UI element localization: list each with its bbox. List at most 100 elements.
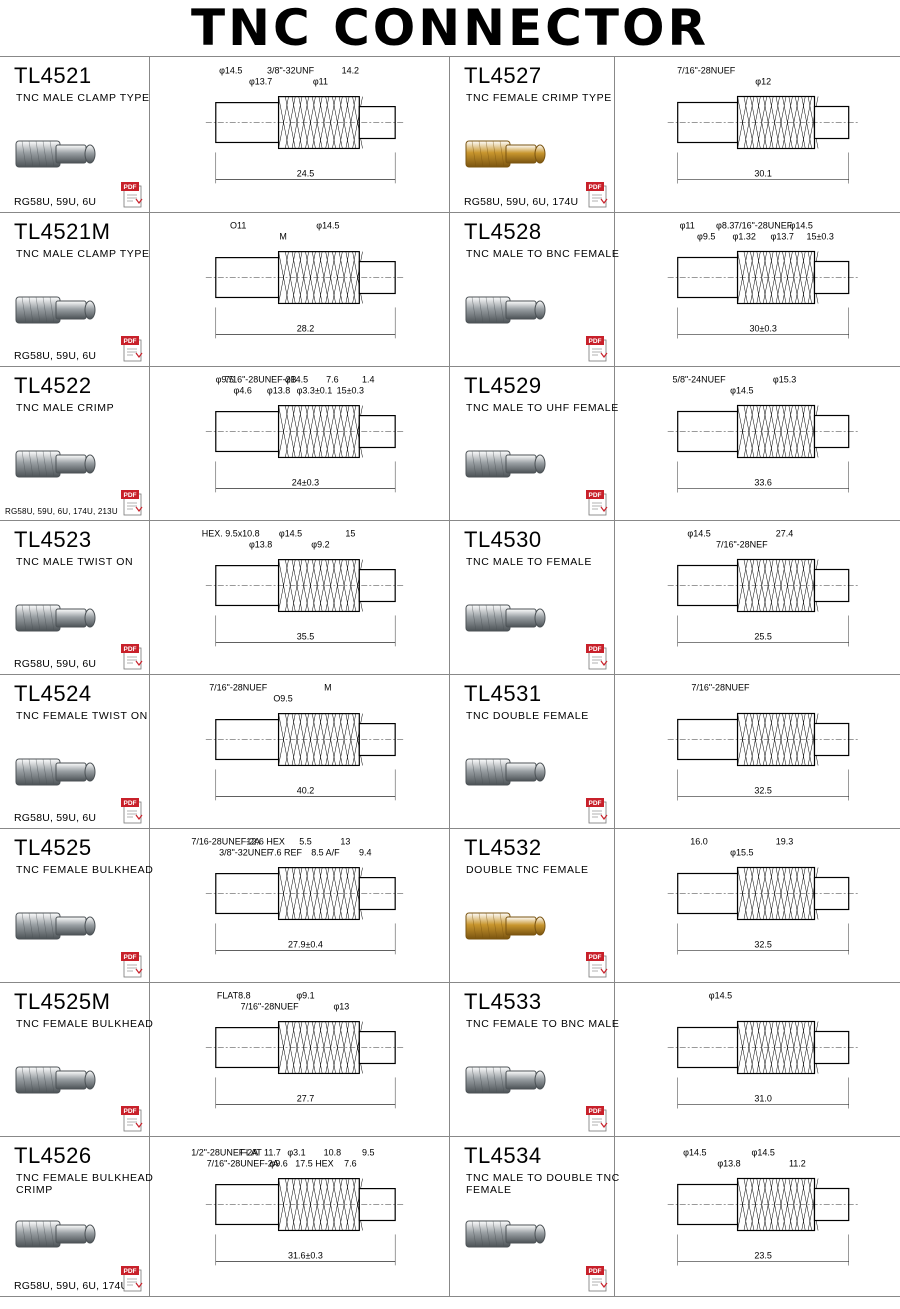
dimension-label: 12.6 HEX bbox=[246, 837, 284, 847]
product-description: DOUBLE TNC FEMALE bbox=[466, 864, 589, 876]
product-code: TL4529 bbox=[464, 373, 542, 398]
product-photo bbox=[465, 140, 546, 168]
dimension-label: φ13.8 bbox=[717, 1159, 740, 1169]
dimension-label: φ9.5 bbox=[216, 375, 234, 385]
dimension-label: 15±0.3 bbox=[337, 386, 364, 396]
product-photo bbox=[15, 1066, 96, 1094]
product-description: TNC MALE TO UHF FEMALE bbox=[466, 402, 619, 414]
product-code: TL4528 bbox=[464, 219, 542, 244]
pdf-download-icon[interactable]: PDF bbox=[586, 336, 608, 362]
product-code: TL4521 bbox=[14, 63, 92, 88]
pdf-label: PDF bbox=[124, 800, 137, 807]
dimension-label: φ8.3 bbox=[716, 221, 734, 231]
product-photo bbox=[15, 758, 96, 786]
dimension-label: 35.5 bbox=[297, 631, 314, 641]
dimension-label: O9.5 bbox=[273, 694, 292, 704]
dimension-label: 15 bbox=[345, 529, 355, 539]
product-photo bbox=[465, 450, 546, 478]
dimension-label: 23.5 bbox=[754, 1251, 772, 1261]
pdf-download-icon[interactable]: PDF bbox=[121, 336, 143, 362]
pdf-download-icon[interactable]: PDF bbox=[586, 644, 608, 670]
dimension-label: φ14.5 bbox=[752, 1148, 775, 1158]
pdf-download-icon[interactable]: PDF bbox=[586, 1266, 608, 1292]
pdf-download-icon[interactable]: PDF bbox=[121, 1106, 143, 1132]
dimension-label: 11.2 bbox=[789, 1159, 806, 1169]
dimension-label: 27.4 bbox=[776, 529, 794, 539]
product-code: TL4534 bbox=[464, 1143, 542, 1168]
dimension-label: 28.2 bbox=[297, 323, 314, 333]
product-description: TNC MALE CRIMP bbox=[16, 402, 115, 414]
dimension-label: 15±0.3 bbox=[806, 232, 833, 242]
dimension-label: HEX. 9.5x10.8 bbox=[202, 529, 260, 539]
dimension-label: φ13 bbox=[333, 1002, 349, 1012]
cable-types: RG58U, 59U, 6U bbox=[14, 350, 97, 362]
pdf-download-icon[interactable]: PDF bbox=[586, 490, 608, 516]
dimension-label: φ4.6 bbox=[234, 386, 252, 396]
dimension-label: 10.8 bbox=[324, 1148, 341, 1158]
product-photo bbox=[15, 296, 96, 324]
product-photo bbox=[465, 1066, 546, 1094]
dimension-label: 30.1 bbox=[754, 169, 772, 179]
product-code: TL4525 bbox=[14, 835, 92, 860]
pdf-download-icon[interactable]: PDF bbox=[121, 644, 143, 670]
product-code: TL4525M bbox=[14, 989, 111, 1014]
pdf-download-icon[interactable]: PDF bbox=[586, 798, 608, 824]
pdf-label: PDF bbox=[589, 800, 602, 807]
product-code: TL4527 bbox=[464, 63, 542, 88]
product-description: TNC MALE CLAMP TYPE bbox=[16, 92, 150, 104]
dimension-label: φ11 bbox=[313, 77, 328, 87]
pdf-download-icon[interactable]: PDF bbox=[586, 182, 608, 208]
dimension-label: M bbox=[324, 683, 331, 693]
dimension-label: 7.6 bbox=[344, 1159, 356, 1169]
dimension-label: 5/8"-24NUEF bbox=[672, 375, 726, 385]
cable-types: RG58U, 59U, 6U bbox=[14, 658, 97, 670]
product-photo bbox=[465, 758, 546, 786]
pdf-download-icon[interactable]: PDF bbox=[121, 490, 143, 516]
dimension-label: φ13.8 bbox=[249, 540, 272, 550]
product-description: TNC MALE TWIST ON bbox=[16, 556, 134, 568]
dimension-label: 9.4 bbox=[359, 848, 371, 858]
dimension-label: 33.6 bbox=[754, 478, 772, 488]
pdf-download-icon[interactable]: PDF bbox=[121, 798, 143, 824]
dimension-label: 7/16"-28NUEF bbox=[209, 683, 268, 693]
dimension-label: M bbox=[279, 232, 286, 242]
dimension-label: φ12 bbox=[755, 77, 771, 87]
product-photo bbox=[465, 296, 546, 324]
dimension-label: 32.5 bbox=[754, 940, 772, 950]
dimension-label: φ9.1 bbox=[296, 991, 314, 1001]
product-description: TNC MALE TO DOUBLE TNC FEMALE bbox=[466, 1172, 620, 1196]
pdf-download-icon[interactable]: PDF bbox=[121, 182, 143, 208]
pdf-download-icon[interactable]: PDF bbox=[586, 1106, 608, 1132]
cable-types: RG58U, 59U, 6U bbox=[14, 196, 97, 208]
pdf-download-icon[interactable]: PDF bbox=[586, 952, 608, 978]
pdf-download-icon[interactable]: PDF bbox=[121, 1266, 143, 1292]
dimension-label: 17.5 HEX bbox=[295, 1159, 333, 1169]
dimension-drawing: φ9.5φ4.67/16"-28UNEF-2Bφ13.8φ14.5φ3.3±0.… bbox=[205, 375, 406, 493]
dimension-label: 9.5 bbox=[362, 1148, 374, 1158]
pdf-download-icon[interactable]: PDF bbox=[121, 952, 143, 978]
dimension-label: 31.6±0.3 bbox=[288, 1250, 323, 1260]
dimension-drawing: φ11φ9.5φ8.3φ1.327/16"-28UNEFφ13.7φ14.515… bbox=[667, 221, 859, 339]
